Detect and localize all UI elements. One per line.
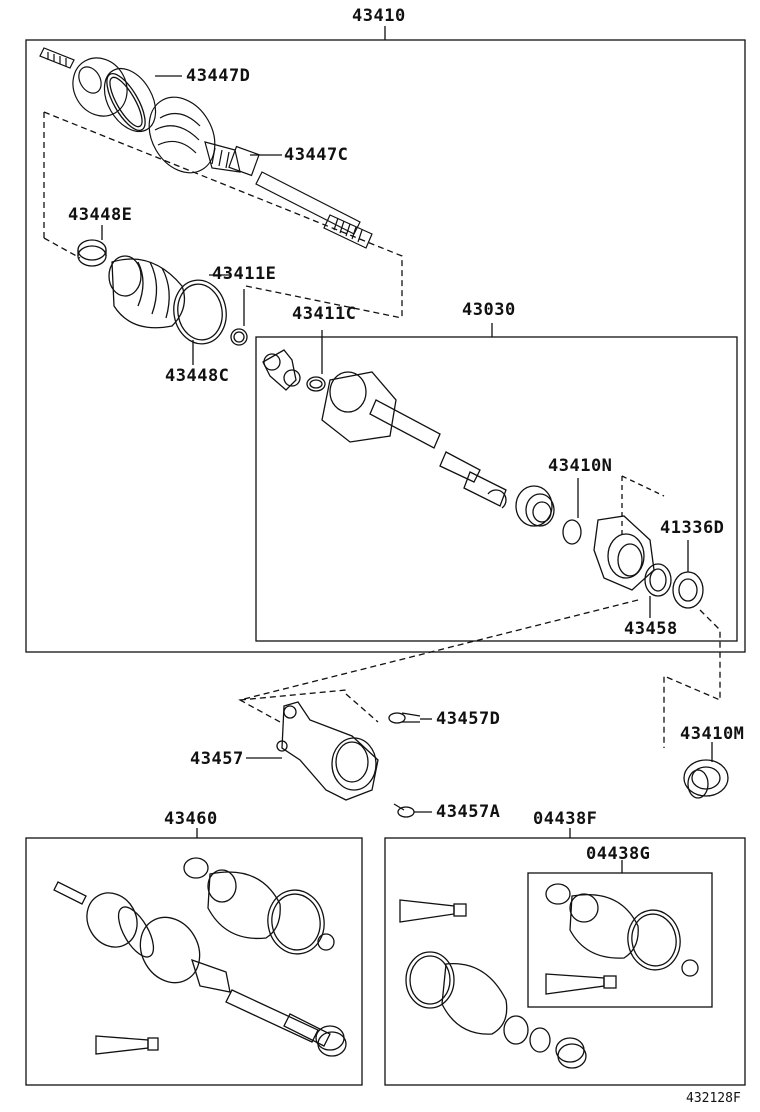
- label-43457a[interactable]: 43457A: [436, 802, 501, 822]
- grease-tube-04438g: [545, 973, 617, 995]
- clamp-43448e: [77, 239, 107, 267]
- grease-tube-43460: [95, 1035, 159, 1055]
- label-43410[interactable]: 43410: [352, 6, 406, 26]
- clamp-43460-a: [183, 857, 209, 879]
- bearing-bracket-43457: [276, 701, 379, 801]
- label-43457[interactable]: 43457: [190, 749, 244, 769]
- group-frame-43410: [25, 39, 746, 653]
- ring-43460: [317, 933, 335, 951]
- outer-cv-joint-shaft: [39, 47, 373, 249]
- label-43448e[interactable]: 43448E: [68, 205, 133, 225]
- group-frame-04438g: [527, 872, 713, 1008]
- inner-joint-housing: [321, 371, 507, 507]
- clamp-43460-b: [315, 1025, 347, 1057]
- ring-04438f: [529, 1027, 551, 1053]
- label-41336d[interactable]: 41336D: [660, 518, 725, 538]
- grease-tube-04438f: [399, 899, 467, 923]
- label-43411e[interactable]: 43411E: [212, 264, 277, 284]
- boot-04438f: [405, 951, 529, 1045]
- label-04438g[interactable]: 04438G: [586, 844, 651, 864]
- label-04438f[interactable]: 04438F: [533, 809, 598, 829]
- label-43410m[interactable]: 43410M: [680, 724, 745, 744]
- diagram-code: 432128F: [686, 1091, 741, 1106]
- ring-43447d: [106, 72, 146, 132]
- snap-ring-43411e: [230, 328, 248, 346]
- group-frame-43030: [255, 336, 738, 642]
- label-43457d[interactable]: 43457D: [436, 709, 501, 729]
- label-43458[interactable]: 43458: [624, 619, 678, 639]
- dashed-guide-upper: [43, 111, 403, 319]
- bolt-43457d: [388, 712, 421, 724]
- snap-ring-small: [487, 489, 507, 509]
- label-43447d[interactable]: 43447D: [186, 66, 251, 86]
- boot-43460: [207, 869, 325, 955]
- shaft-assembly-43460: [53, 881, 331, 1047]
- group-frame-43460: [25, 837, 363, 1086]
- group-frame-04438f: [384, 837, 746, 1086]
- label-43447c[interactable]: 43447C: [284, 145, 349, 165]
- bolt-43457a: [393, 803, 415, 818]
- clamp-04438g: [545, 883, 571, 905]
- label-43410n[interactable]: 43410N: [548, 456, 613, 476]
- seal-43410m: [683, 759, 729, 799]
- label-43460[interactable]: 43460: [164, 809, 218, 829]
- seal-43458: [644, 563, 672, 597]
- clamp-04438f: [555, 1037, 587, 1069]
- tripod-joint: [262, 349, 301, 391]
- boot-04438g: [569, 893, 681, 971]
- bearing: [515, 485, 555, 527]
- snap-ring-43411c: [306, 376, 326, 392]
- ring-04438g: [681, 959, 699, 977]
- boot-upper: [108, 255, 227, 345]
- label-43448c[interactable]: 43448C: [165, 366, 230, 386]
- seal-41336d: [672, 571, 704, 609]
- label-43030[interactable]: 43030: [462, 300, 516, 320]
- ring-43410n: [562, 519, 582, 545]
- label-43411c[interactable]: 43411C: [292, 304, 357, 324]
- bracket-cover: [593, 515, 655, 591]
